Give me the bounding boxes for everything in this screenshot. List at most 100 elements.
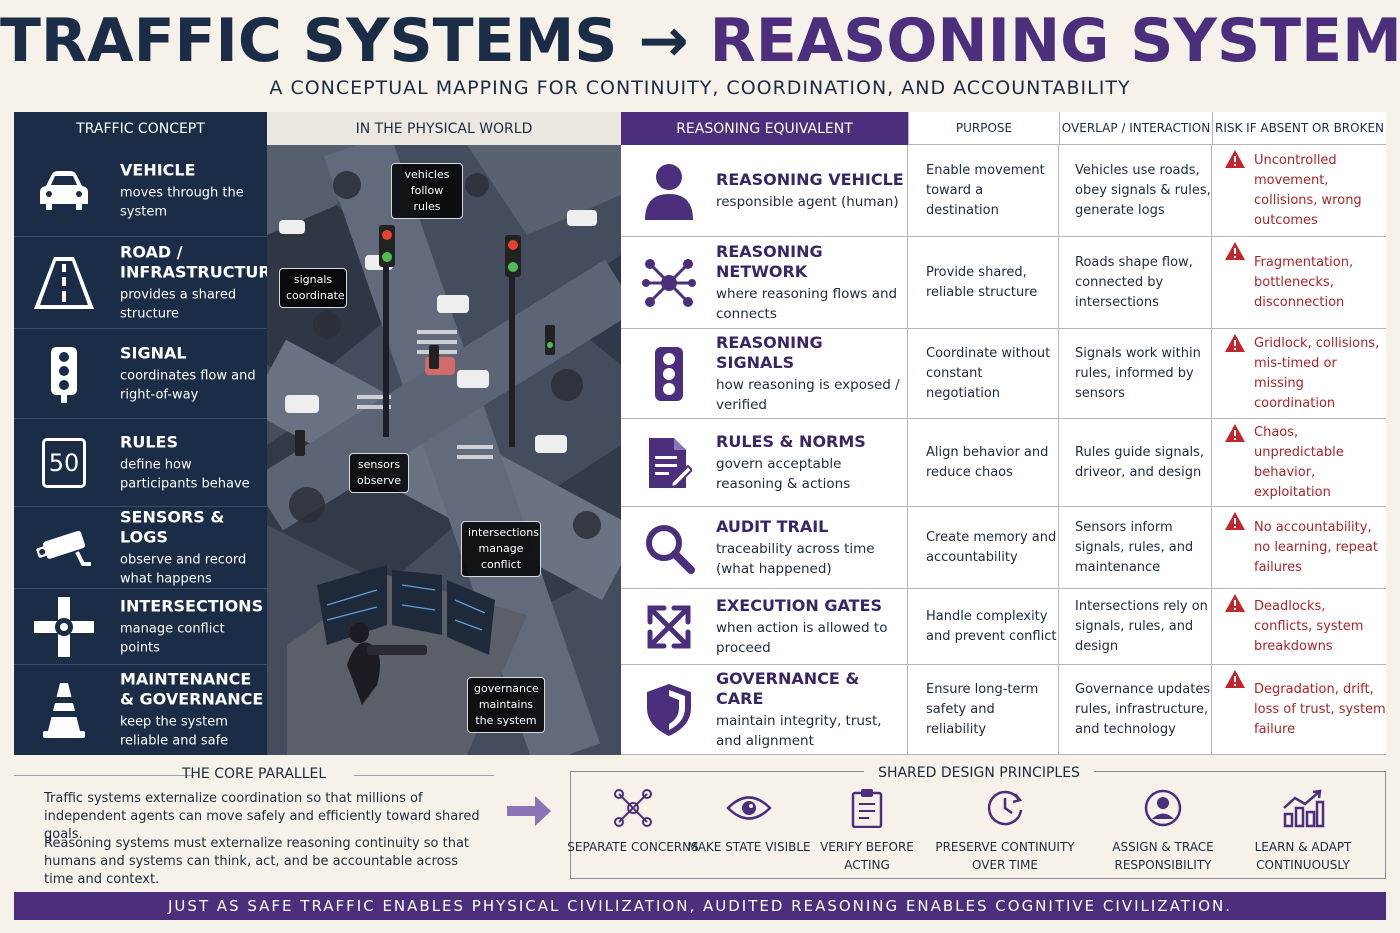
header-purpose: PURPOSE <box>908 112 1059 145</box>
molecule-icon <box>563 786 703 830</box>
traffic-light-icon <box>32 342 96 406</box>
traffic-desc: keep the system reliable and safe <box>120 714 229 749</box>
overlap-cell: Signals work within rules, informed by s… <box>1059 329 1212 418</box>
shared-design-principles: SHARED DESIGN PRINCIPLES SEPARATE CONCER… <box>567 765 1386 879</box>
risk-text: Uncontrolled movement, collisions, wrong… <box>1254 152 1362 228</box>
principle-label: LEARN & ADAPT CONTINUOUSLY <box>1254 840 1352 872</box>
reasoning-name: EXECUTION GATES <box>716 595 882 615</box>
magnifier-icon <box>639 518 699 578</box>
reasoning-desc: traceability across time (what happened) <box>716 540 875 577</box>
traffic-cone-icon <box>32 678 96 742</box>
traffic-name: MAINTENANCE & GOVERNANCE <box>120 669 264 709</box>
reasoning-row-signals: REASONING SIGNALS how reasoning is expose… <box>621 329 1386 419</box>
car-icon <box>32 159 96 223</box>
purpose-cell: Align behavior and reduce chaos <box>908 419 1059 506</box>
core-parallel: THE CORE PARALLEL Traffic systems extern… <box>14 766 494 887</box>
tag-signals-coordinate: signals coordinate <box>279 268 347 308</box>
reasoning-desc: govern acceptable reasoning & actions <box>716 455 851 492</box>
reasoning-name: GOVERNANCE & CARE <box>716 668 860 708</box>
header-physical-world: IN THE PHYSICAL WORLD <box>267 112 621 145</box>
traffic-row-sensors: SENSORS & LOGS observe and record what ha… <box>14 507 267 589</box>
shield-icon <box>639 680 699 740</box>
risk-text: Deadlocks, conflicts, system breakdowns <box>1254 598 1364 654</box>
intersection-icon <box>32 595 96 659</box>
reasoning-desc: where reasoning flows and connects <box>716 285 898 322</box>
clipboard-icon <box>797 786 937 830</box>
principle-verify-before-acting: VERIFY BEFORE ACTING <box>797 786 937 874</box>
purpose-cell: Provide shared, reliable structure <box>908 237 1059 328</box>
expand-arrows-icon <box>639 597 699 657</box>
principle-label: VERIFY BEFORE ACTING <box>820 840 914 872</box>
reasoning-row-audit: AUDIT TRAIL traceability across time (wha… <box>621 507 1386 589</box>
warning-icon <box>1225 150 1245 168</box>
speed-limit-icon: 50 <box>32 431 96 495</box>
traffic-desc: provides a shared structure <box>120 287 237 321</box>
reasoning-name: REASONING SIGNALS <box>716 332 823 372</box>
camera-icon <box>32 516 96 580</box>
reasoning-name: REASONING VEHICLE <box>716 169 904 189</box>
eye-icon <box>679 786 819 830</box>
network-icon <box>639 253 699 313</box>
title-reasoning: REASONING SYSTEMS <box>709 6 1400 76</box>
person-icon <box>639 161 699 221</box>
principle-learn-adapt: LEARN & ADAPT CONTINUOUSLY <box>1233 786 1373 874</box>
core-divider-left <box>14 775 194 776</box>
core-parallel-title: THE CORE PARALLEL <box>181 766 327 782</box>
traffic-desc: observe and record what happens <box>120 552 247 586</box>
growth-chart-icon <box>1233 786 1373 830</box>
traffic-name: RULES <box>120 432 178 451</box>
title-arrow: → <box>638 6 689 76</box>
traffic-name: SENSORS & LOGS <box>120 507 225 546</box>
reasoning-desc: how reasoning is exposed / verified <box>716 376 900 413</box>
reasoning-desc: maintain integrity, trust, and alignment <box>716 712 882 749</box>
principle-label: MAKE STATE VISIBLE <box>687 840 811 854</box>
city-scene <box>267 145 621 755</box>
document-icon <box>639 433 699 493</box>
principle-label: SEPARATE CONCERNS <box>567 840 699 854</box>
principle-preserve-continuity: PRESERVE CONTINUITY OVER TIME <box>935 786 1075 874</box>
principle-label: ASSIGN & TRACE RESPONSIBILITY <box>1112 840 1214 872</box>
risk-text: Gridlock, collisions, mis-timed or missi… <box>1254 335 1380 411</box>
warning-icon <box>1225 594 1245 612</box>
traffic-name: SIGNAL <box>120 343 187 362</box>
warning-icon <box>1225 670 1245 688</box>
signal-icon <box>639 344 699 404</box>
traffic-name: VEHICLE <box>120 160 196 179</box>
title-traffic: TRAFFIC SYSTEMS <box>0 6 618 76</box>
core-paragraph-traffic: Traffic systems externalize coordination… <box>44 791 480 842</box>
risk-text: Degradation, drift, loss of trust, syste… <box>1254 681 1386 737</box>
warning-icon <box>1225 512 1245 530</box>
header-reasoning-equivalent: REASONING EQUIVALENT <box>621 112 908 145</box>
overlap-cell: Rules guide signals, driveor, and design <box>1059 419 1212 506</box>
road-icon <box>32 251 96 315</box>
risk-text: Chaos, unpredictable behavior, exploitat… <box>1254 424 1344 500</box>
overlap-cell: Sensors inform signals, rules, and maint… <box>1059 507 1212 588</box>
tag-governance-maintains: governance maintains the system <box>467 677 545 733</box>
core-paragraph-reasoning: Reasoning systems must externalize reaso… <box>44 836 470 887</box>
principle-separate-concerns: SEPARATE CONCERNS <box>563 786 703 856</box>
main-title: TRAFFIC SYSTEMS → REASONING SYSTEMS <box>0 4 1400 78</box>
purpose-cell: Handle complexity and prevent conflict <box>908 589 1059 664</box>
user-circle-icon <box>1093 786 1233 830</box>
footer-banner: JUST AS SAFE TRAFFIC ENABLES PHYSICAL CI… <box>14 892 1386 920</box>
principle-label: PRESERVE CONTINUITY OVER TIME <box>935 840 1075 872</box>
header-risk: RISK IF ABSENT OR BROKEN <box>1212 112 1386 145</box>
overlap-cell: Governance updates rules, infrastructure… <box>1059 665 1212 754</box>
speed-limit-text: 50 <box>42 437 86 488</box>
purpose-cell: Ensure long-term safety and reliability <box>908 665 1059 754</box>
clock-icon <box>935 786 1075 830</box>
principles-title: SHARED DESIGN PRINCIPLES <box>864 765 1094 781</box>
core-divider-right <box>354 775 494 776</box>
overlap-cell: Intersections rely on signals, rules, an… <box>1059 589 1212 664</box>
header-traffic-concept: TRAFFIC CONCEPT <box>14 112 267 145</box>
reasoning-name: AUDIT TRAIL <box>716 516 829 536</box>
